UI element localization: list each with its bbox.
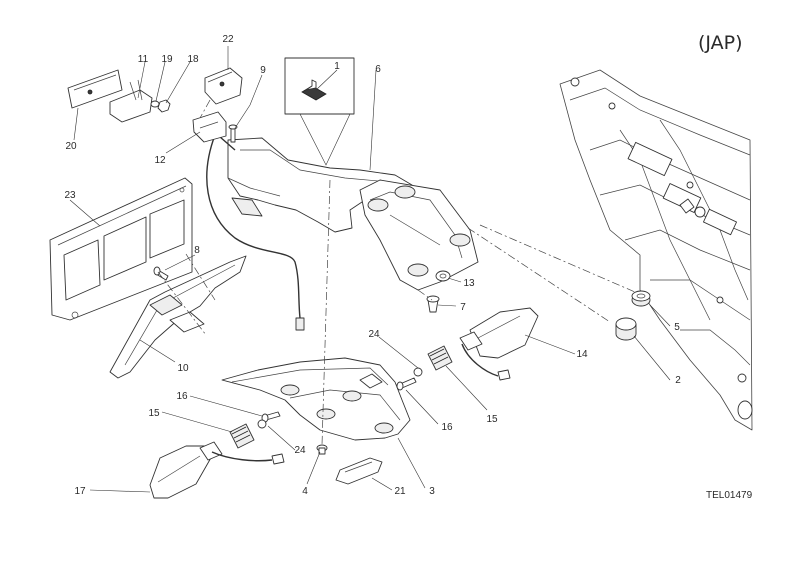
callout-1: 1	[334, 61, 340, 72]
rubber-grommet-5	[631, 290, 651, 307]
drawing-reference: TEL01479	[706, 490, 753, 501]
callout-17: 17	[74, 486, 86, 497]
rubber-damper-2	[615, 317, 637, 341]
callout-20: 20	[65, 141, 77, 152]
washer-24-right	[413, 367, 423, 377]
reflector-20	[67, 69, 123, 109]
washer-13	[435, 270, 451, 282]
callout-2: 2	[675, 375, 681, 386]
license-plate-holder-23	[49, 177, 193, 321]
callout-4: 4	[302, 486, 308, 497]
screw-16-right	[396, 377, 417, 391]
turn-signal-14	[459, 307, 539, 381]
callout-8: 8	[194, 245, 200, 256]
nut-18	[157, 99, 171, 113]
callout-12: 12	[154, 155, 166, 166]
washer-19	[150, 100, 160, 108]
washer-24-left	[257, 419, 267, 429]
reflector-21	[335, 457, 383, 485]
callout-23: 23	[64, 190, 76, 201]
grommet-15-right	[427, 345, 453, 371]
turn-signal-17	[149, 441, 285, 499]
region-label: (JAP)	[698, 32, 743, 54]
leader-lines	[69, 46, 671, 493]
assembly-lines	[157, 99, 636, 446]
callout-10: 10	[177, 363, 189, 374]
callout-14: 14	[576, 349, 588, 360]
connector-12	[192, 111, 227, 143]
callout-18: 18	[187, 54, 199, 65]
bracket-11	[109, 79, 153, 123]
callout-24-right: 24	[368, 329, 380, 340]
callout-6: 6	[375, 64, 381, 75]
callout-16-left: 16	[176, 391, 188, 402]
callout-13: 13	[463, 278, 475, 289]
rear-subframe	[559, 69, 753, 431]
callout-7: 7	[460, 302, 466, 313]
callout-22: 22	[222, 34, 234, 45]
callout-15-left: 15	[148, 408, 160, 419]
grommet-15-left	[229, 423, 255, 449]
clamp-22	[204, 67, 243, 105]
callout-11: 11	[138, 54, 149, 65]
callout-labels: 1 2 3 4 5 6 7 8 9 10 11 12 13 14 15 15 1…	[64, 34, 681, 497]
bracket-10	[109, 255, 247, 379]
main-mounting-bracket-6	[227, 137, 479, 291]
screw-7	[426, 295, 440, 313]
callout-9: 9	[260, 65, 266, 76]
callout-15-right: 15	[486, 414, 498, 425]
callout-19: 19	[161, 54, 173, 65]
inset-box-part-1	[284, 57, 355, 166]
callout-24-left: 24	[294, 445, 306, 456]
callout-16-right: 16	[441, 422, 453, 433]
callout-5: 5	[674, 322, 680, 333]
callout-21: 21	[394, 486, 406, 497]
callout-3: 3	[429, 486, 435, 497]
sensor-cable	[206, 129, 305, 331]
screw-4	[316, 444, 328, 455]
lower-bracket-3	[221, 357, 411, 441]
